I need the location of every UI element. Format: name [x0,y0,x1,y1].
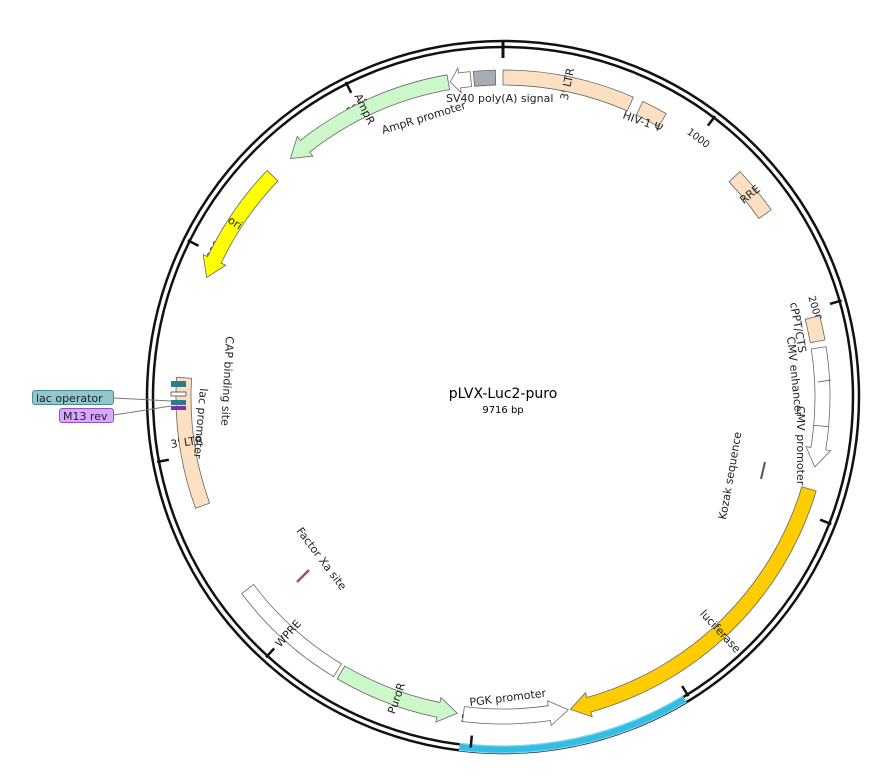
lac-operator-mark [171,381,186,387]
cmv_prom-feature [805,424,832,468]
cmv_prom-arc [805,424,832,468]
tick-mark [156,458,170,464]
lac-operator-leader [113,397,172,402]
cmv-promoter-label: CMV promoter [794,406,807,486]
cmv-divider [817,379,832,383]
lac-promoter-label: lac promoter [191,388,210,460]
ampr-arc [289,74,451,159]
ori-feature: ori [202,169,279,279]
highlight-arc [458,695,687,754]
puror-feature: PuroR [336,665,459,723]
factor-xa-mark [296,569,310,583]
highlight-band [458,695,687,753]
ltr3-label: 3' LTR [170,433,204,451]
kozak-label: Kozak sequence [716,431,744,521]
sv40-arc [472,69,497,87]
kozak-mark [760,461,766,480]
tick-mark [469,735,474,748]
wpre-feature: WPRE [241,583,342,678]
ltr3-feature: 3' LTR [170,376,211,509]
m13-rev-tag: M13 rev [59,408,114,423]
tick-mark [706,115,717,127]
sv40-feature [472,69,497,87]
sv40-label: SV40 poly(A) signal [446,92,553,105]
pgk-label: PGK promoter [469,687,547,709]
cmv_enh-feature [810,346,831,428]
tick-mark [187,239,200,247]
plasmid-name: pLVX-Luc2-puro [449,386,558,402]
tick-mark [344,81,353,94]
ltr3-arc [175,376,211,509]
tick-mark [829,299,842,306]
ltr5-feature: 3' LTR [502,67,634,112]
pgk-arc [462,700,569,727]
tick-label: 1000 [684,127,711,151]
highlight-band [458,701,687,754]
m13-mark [171,400,186,405]
m13-rev-tag-text: M13 rev [63,410,108,423]
ampr_prom-arc [449,66,473,94]
cmv_enh-arc [810,346,831,428]
cppt-arc [804,315,826,344]
m13-leader [113,405,172,416]
luciferase-feature: luciferase [569,486,817,718]
wpre-arc [241,583,342,678]
rre-feature: RRE [728,171,772,220]
m13-rev-mark [171,406,186,410]
highlight-band [459,695,684,747]
lac-operator-tag-text: lac operator [36,392,103,405]
pgk-feature [462,700,569,727]
lac-promoter-mark [170,391,187,397]
tick-mark [819,518,832,526]
ori-arc [202,169,279,279]
luciferase-arc [569,486,817,718]
hiv-arc [635,100,667,128]
rre-arc [728,171,772,220]
tick-mark [681,685,690,697]
factor-xa-label: Factor Xa site [294,525,350,593]
tick-mark [265,647,276,659]
ampr-feature: AmpR [289,74,451,159]
ampr_prom-feature [449,66,473,94]
cap-label: CAP binding site [218,336,236,426]
cppt-feature [804,315,826,344]
plasmid-length: 9716 bp [482,405,523,416]
ltr5-arc [502,69,634,112]
puror-arc [336,665,459,723]
hiv-feature [635,100,667,128]
lac-operator-tag: lac operator [32,390,114,405]
